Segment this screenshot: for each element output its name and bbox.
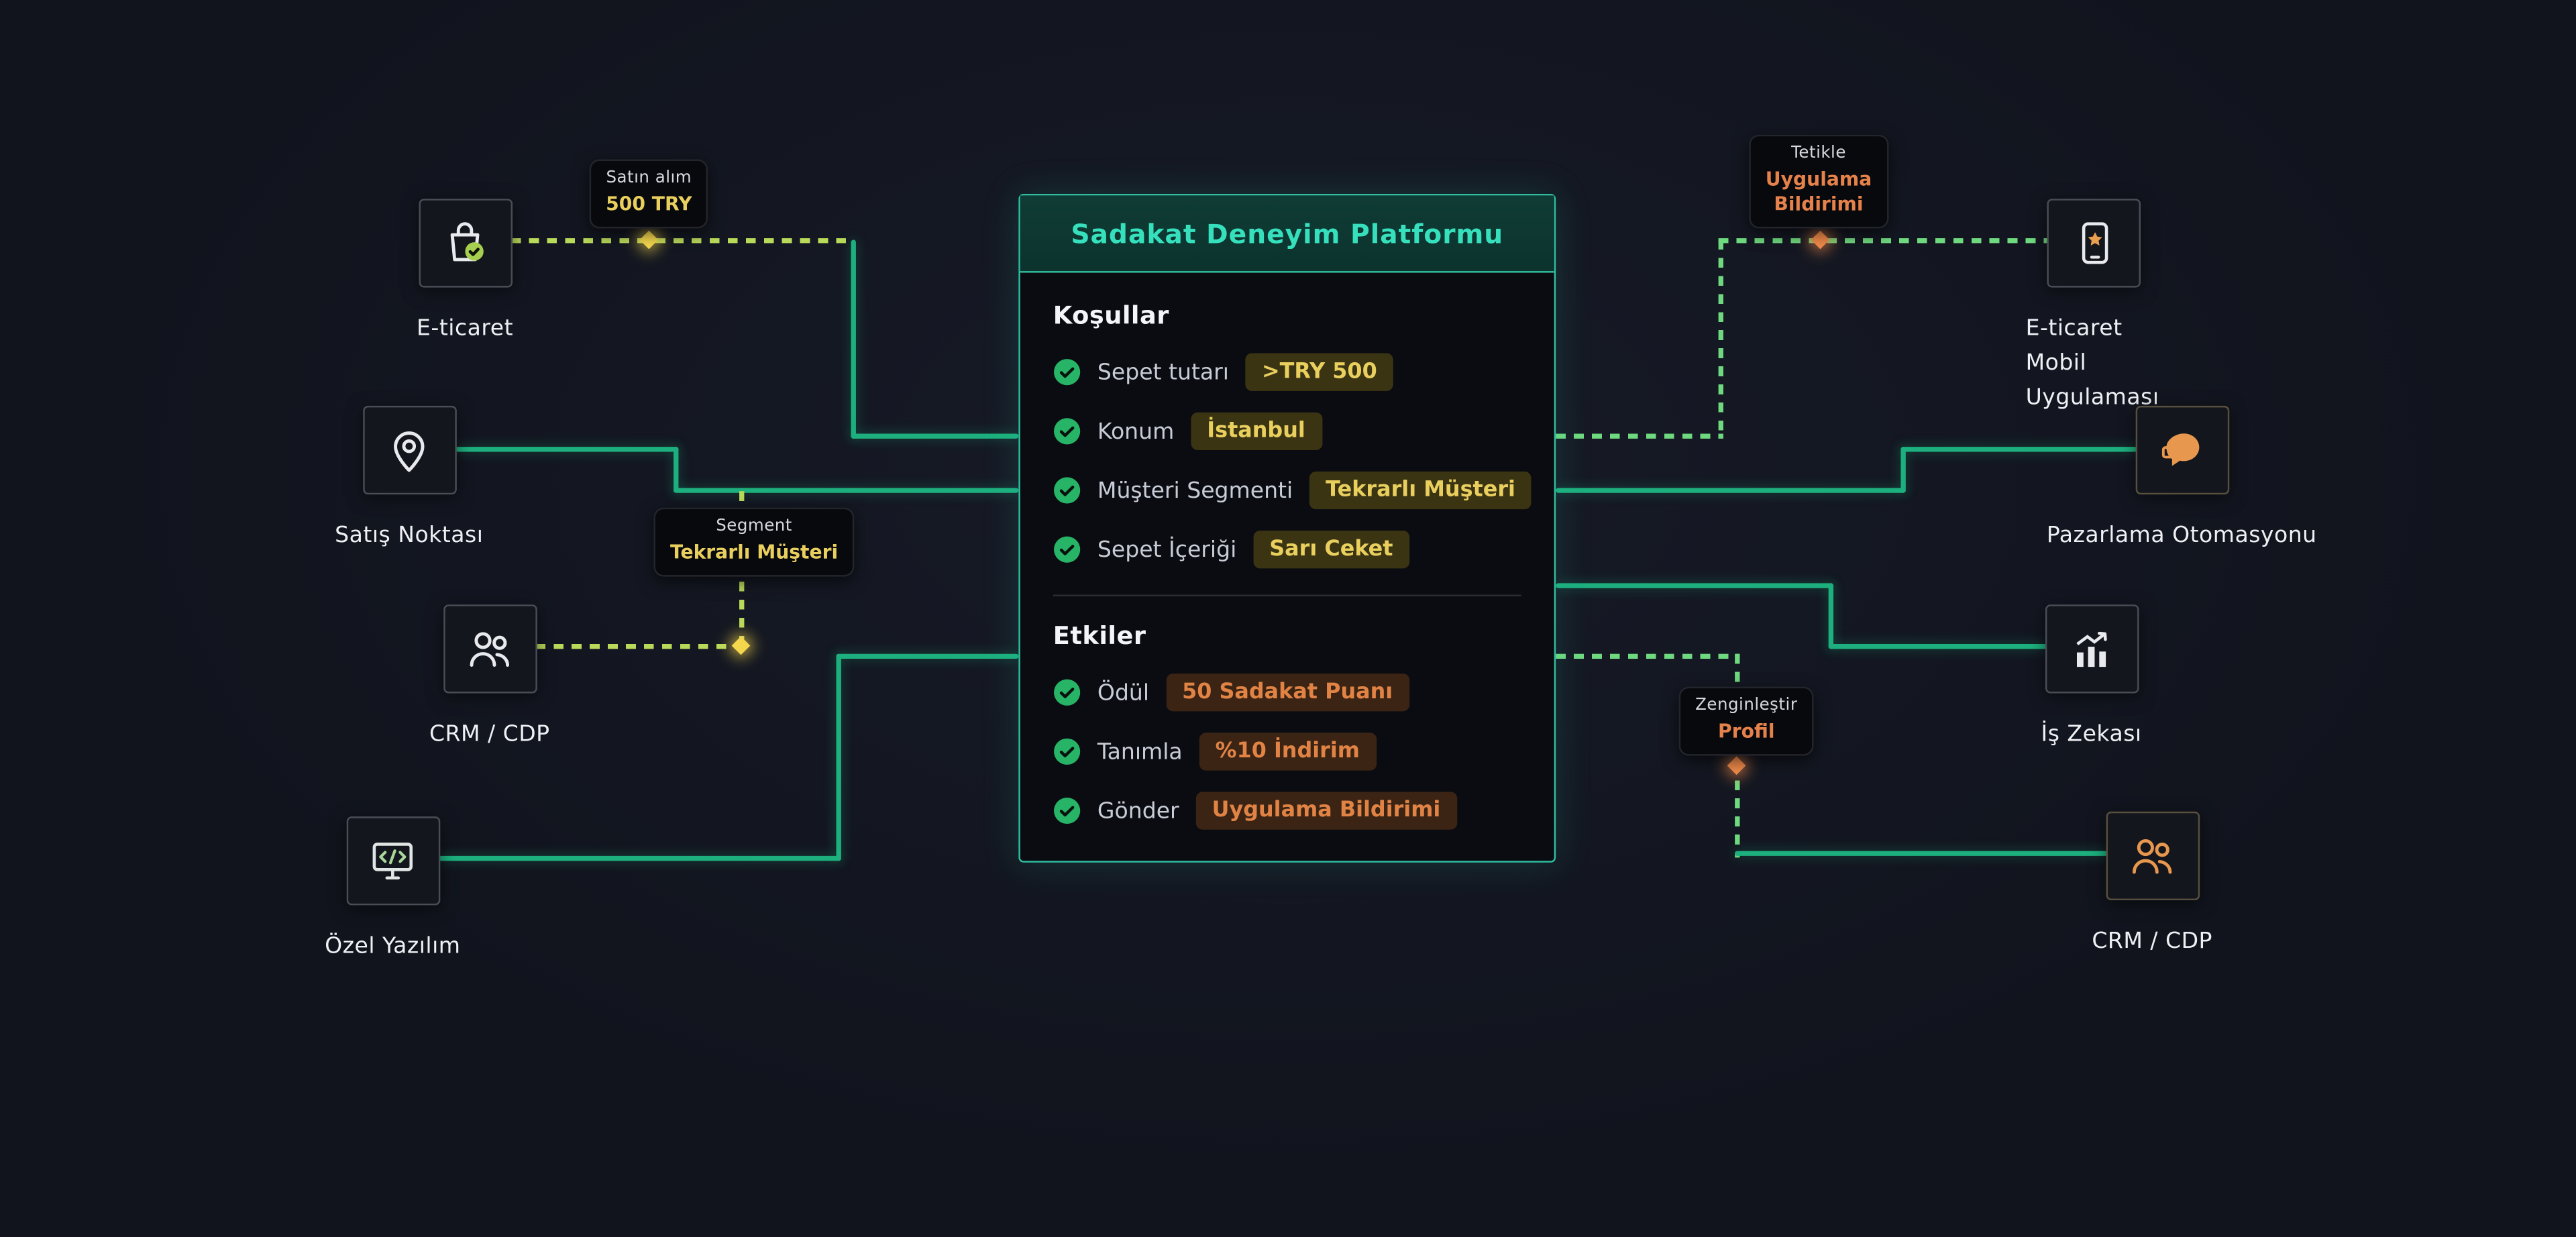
people-icon-orange <box>2105 811 2199 901</box>
tooltip-trigger-title: Tetikle <box>1791 144 1846 163</box>
connector-pos-vertical <box>674 447 679 493</box>
loyalty-platform-panel: Sadakat Deneyim Platformu Koşullar Sepet… <box>1018 193 1556 863</box>
connector-ecommerce-vertical <box>851 239 856 439</box>
node-crm-right-label: CRM / CDP <box>2092 928 2212 955</box>
connector-mobile-dashed-v <box>1718 239 1723 439</box>
check-icon <box>1053 738 1081 766</box>
tooltip-enrich-title: Zenginleştir <box>1695 696 1798 715</box>
node-marketing-automation: Pazarlama Otomasyonu <box>2017 405 2346 553</box>
connector-crmright-solid-h <box>1735 851 2108 856</box>
people-icon <box>443 604 537 694</box>
tooltip-segment: Segment Tekrarlı Müşteri <box>653 507 855 577</box>
node-business-intelligence: İş Zekası <box>1960 604 2223 752</box>
node-marketing-automation-label: Pazarlama Otomasyonu <box>2046 522 2317 549</box>
tooltip-trigger: Tetikle Uygulama Bildirimi <box>1749 134 1888 229</box>
condition-row: Konum İstanbul <box>1053 412 1521 451</box>
check-icon <box>1053 678 1081 706</box>
node-crm-right: CRM / CDP <box>2021 811 2284 959</box>
connector-marketing-h2 <box>1900 447 2138 452</box>
condition-value-badge: İstanbul <box>1190 412 1322 451</box>
effect-value-badge: 50 Sadakat Puanı <box>1165 674 1409 712</box>
panel-title: Sadakat Deneyim Platformu <box>1071 217 1504 250</box>
node-pos-label: Satış Noktası <box>335 522 484 549</box>
condition-value-badge: Sarı Ceket <box>1252 531 1409 569</box>
tooltip-segment-value: Tekrarlı Müşteri <box>669 540 839 564</box>
panel-header: Sadakat Deneyim Platformu <box>1020 195 1554 273</box>
node-crm-left-label: CRM / CDP <box>429 721 550 748</box>
conditions-heading: Koşullar <box>1053 301 1169 331</box>
effect-row: Tanımla %10 İndirim <box>1053 733 1521 771</box>
node-custom-software: Özel Yazılım <box>261 816 524 964</box>
tooltip-purchase-title: Satın alım <box>606 169 692 188</box>
connector-marketing-h1 <box>1556 488 1906 493</box>
connector-crmleft-dashed-h <box>535 644 745 649</box>
node-pos: Satış Noktası <box>278 405 541 553</box>
connector-ecommerce-horizontal <box>851 433 1019 439</box>
connector-custom-h2 <box>836 653 1019 659</box>
effect-value-badge: Uygulama Bildirimi <box>1195 792 1457 830</box>
connector-mobile-dashed-h2 <box>1718 238 2047 244</box>
mobile-star-icon <box>2047 199 2141 288</box>
event-dot-enrich <box>1727 756 1746 775</box>
connector-pos-h2 <box>674 488 1019 493</box>
location-pin-icon <box>362 405 456 495</box>
condition-label: Müşteri Segmenti <box>1097 477 1293 504</box>
effect-row: Gönder Uygulama Bildirimi <box>1053 792 1521 830</box>
check-icon <box>1053 358 1081 386</box>
check-icon <box>1053 476 1081 504</box>
connector-mobile-dashed-h1 <box>1556 433 1723 439</box>
connector-pos-h1 <box>455 447 679 452</box>
connector-bi-h1 <box>1556 583 1834 588</box>
effect-label: Ödül <box>1097 679 1150 706</box>
bar-chart-icon <box>2044 604 2139 694</box>
connector-crmright-dashed-h <box>1556 653 1740 659</box>
effect-label: Gönder <box>1097 797 1179 824</box>
tooltip-enrich: Zenginleştir Profil <box>1678 686 1814 756</box>
tooltip-segment-title: Segment <box>716 517 792 536</box>
condition-label: Sepet İçeriği <box>1097 536 1237 563</box>
node-business-intelligence-label: İş Zekası <box>2041 721 2142 748</box>
tooltip-trigger-value: Uygulama Bildirimi <box>1765 167 1872 215</box>
node-mobile-app: E-ticaret Mobil Uygulaması <box>2026 199 2289 415</box>
panel-body: Koşullar Sepet tutarı >TRY 500 Konum İst… <box>1020 273 1554 861</box>
node-custom-software-label: Özel Yazılım <box>325 933 461 960</box>
connector-bi-vertical <box>1828 583 1834 649</box>
effect-value-badge: %10 İndirim <box>1199 733 1377 771</box>
tooltip-purchase-value: 500 TRY <box>606 192 692 215</box>
condition-value-badge: >TRY 500 <box>1245 353 1394 391</box>
code-monitor-icon <box>345 816 440 906</box>
condition-label: Konum <box>1097 418 1175 445</box>
node-ecommerce-label: E-ticaret <box>417 315 514 342</box>
connector-custom-vertical <box>836 653 841 861</box>
condition-row: Müşteri Segmenti Tekrarlı Müşteri <box>1053 471 1532 510</box>
condition-row: Sepet İçeriği Sarı Ceket <box>1053 531 1521 569</box>
condition-row: Sepet tutarı >TRY 500 <box>1053 353 1521 391</box>
node-mobile-app-label: E-ticaret Mobil Uygulaması <box>2025 315 2159 411</box>
connector-custom-h1 <box>438 855 841 861</box>
event-dot-trigger <box>1811 230 1830 250</box>
connector-marketing-vertical <box>1900 447 1906 493</box>
condition-label: Sepet tutarı <box>1097 359 1229 386</box>
connector-bi-h2 <box>1828 644 2047 649</box>
effect-row: Ödül 50 Sadakat Puanı <box>1053 674 1521 712</box>
check-icon <box>1053 797 1081 825</box>
check-icon <box>1053 535 1081 563</box>
effect-label: Tanımla <box>1097 738 1183 765</box>
tooltip-purchase: Satın alım 500 TRY <box>589 159 709 229</box>
node-ecommerce: E-ticaret <box>333 199 596 346</box>
node-crm-left: CRM / CDP <box>358 604 621 752</box>
tooltip-enrich-value: Profil <box>1718 719 1775 743</box>
connector-ecommerce-dashed <box>511 238 851 244</box>
effects-heading: Etkiler <box>1053 621 1146 651</box>
check-icon <box>1053 417 1081 445</box>
event-dot-segment <box>731 636 751 655</box>
event-dot-purchase <box>639 230 659 250</box>
chat-bubble-icon <box>2135 405 2229 495</box>
condition-value-badge: Tekrarlı Müşteri <box>1309 471 1532 510</box>
section-divider <box>1053 594 1521 596</box>
shopping-bag-check-icon <box>418 199 512 288</box>
